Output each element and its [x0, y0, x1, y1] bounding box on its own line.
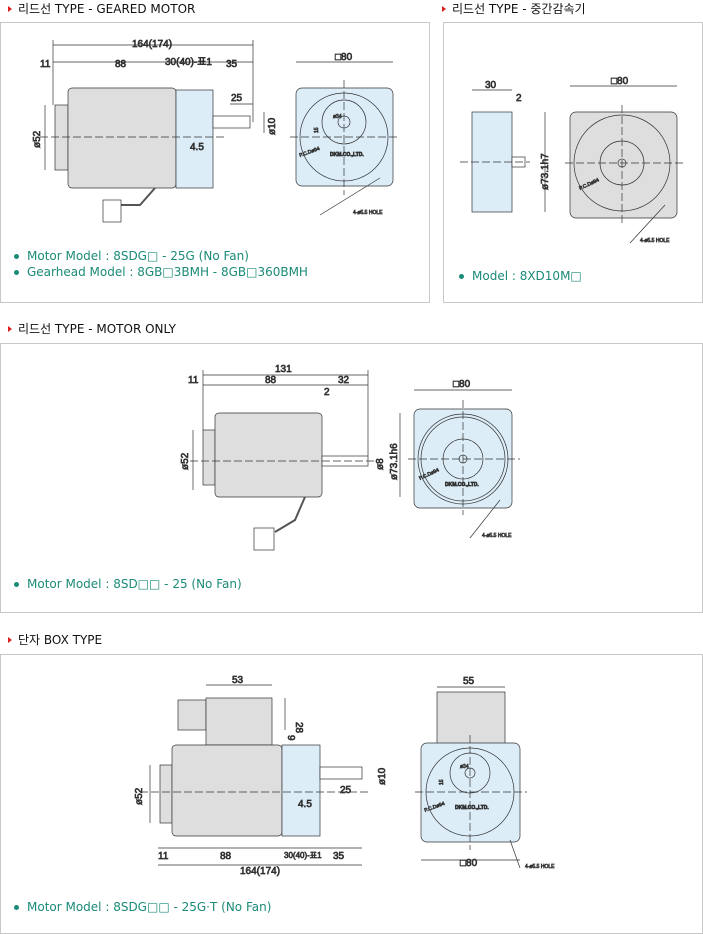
dim-label: □80: [460, 858, 478, 869]
maker-label: DKM.CO.,LTD.: [445, 482, 479, 488]
spec-item: Gearhead Model : 8GB□3BMH - 8GB□360BMH: [14, 265, 308, 279]
dim-label: 53: [232, 675, 244, 686]
dim-label: 15: [439, 779, 445, 785]
dim-label: 88: [115, 59, 127, 70]
dim-label: 28: [293, 722, 304, 734]
heading-text: 리드선 TYPE - GEARED MOTOR: [18, 2, 196, 16]
maker-label: DKM.CO.,LTD.: [455, 805, 489, 811]
dim-label: 30: [485, 80, 497, 91]
spec-item: Model : 8XD10M□: [459, 269, 582, 283]
dim-label: 35: [333, 851, 345, 862]
dim-label: 9: [285, 735, 296, 741]
spec-item: Motor Model : 8SDG□□ - 25G·T (No Fan): [14, 900, 271, 914]
terminal-box-front-view: 55 □80 ø34 15 P.C.Dø94 DKM.CO.,LTD. 4-ø5…: [415, 676, 555, 870]
spec-text: Gearhead Model : 8GB□3BMH - 8GB□360BMH: [27, 265, 308, 279]
dim-label: 88: [265, 375, 277, 386]
dim-label: 4.5: [298, 799, 312, 810]
terminal-box-side-view: 53 28 9 ø10 25 4.5 ø52 11 88 30(40)-표1 3…: [134, 675, 389, 878]
dim-label: ø52: [32, 130, 43, 148]
dim-label: ø34: [333, 114, 342, 120]
section-heading-intermediate-reducer: 리드선 TYPE - 중간감속기: [442, 0, 586, 17]
spec-text: Motor Model : 8SD□□ - 25 (No Fan): [27, 577, 242, 591]
dim-label: 4-ø5.5 HOLE: [525, 864, 555, 870]
heading-text: 리드선 TYPE - 중간감속기: [452, 2, 586, 16]
dim-label: ø34: [460, 764, 469, 770]
bullet-icon: [459, 273, 464, 279]
dim-label: ø52: [180, 452, 191, 470]
reducer-side-view: 30 2 ø73.1h7: [460, 80, 551, 213]
dim-label: 4-ø5.5 HOLE: [482, 533, 512, 539]
motor-only-front-view: □80 P.C.Dø94 DKM.CO.,LTD. 4-ø5.5 HOLE: [408, 379, 520, 539]
dim-label: ø10: [267, 117, 278, 135]
dim-label: ø8: [375, 458, 386, 470]
dim-label: ø73.1h7: [540, 153, 551, 190]
spec-text: Model : 8XD10M□: [472, 269, 582, 283]
dim-label: 11: [188, 375, 199, 386]
motor-only-panel: [0, 343, 703, 613]
dim-label: 4-ø5.5 HOLE: [353, 210, 383, 216]
geared-motor-front-view: □80 ø34 15 P.C.Dø94 DKM.CO.,LTD. 4-ø5.5 …: [290, 52, 400, 216]
dim-label: □80: [335, 52, 353, 63]
dim-label: 15: [314, 127, 320, 133]
dim-label: 2: [516, 93, 522, 104]
section-heading-motor-only: 리드선 TYPE - MOTOR ONLY: [8, 320, 176, 337]
dim-label: ø52: [134, 787, 145, 805]
dim-label: 11: [40, 59, 51, 70]
bullet-icon: [14, 253, 19, 259]
spec-text: Motor Model : 8SDG□□ - 25G·T (No Fan): [27, 900, 272, 914]
bullet-icon: [14, 904, 19, 910]
dim-label: 2: [324, 387, 330, 398]
spec-text: Motor Model : 8SDG□ - 25G (No Fan): [27, 249, 249, 263]
maker-label: DKM.CO.,LTD.: [330, 152, 364, 158]
spec-item: Motor Model : 8SD□□ - 25 (No Fan): [14, 577, 242, 591]
reducer-front-view: □80 P.C.Dø94 4-ø5.5 HOLE: [565, 76, 685, 244]
dim-label: 164(174): [240, 866, 280, 877]
dim-label: 25: [231, 93, 243, 104]
dim-label: 32: [338, 375, 350, 386]
dim-label: 30(40)-표1: [165, 57, 212, 68]
dim-label: 164(174): [132, 39, 172, 50]
dim-label: 55: [463, 676, 475, 687]
dim-label: 4-ø5.5 HOLE: [640, 238, 670, 244]
dim-label: 25: [340, 785, 352, 796]
bullet-icon: [14, 269, 19, 275]
heading-text: 단자 BOX TYPE: [18, 633, 103, 647]
bullet-arrow-icon: [8, 325, 12, 332]
dim-label: □80: [611, 76, 629, 87]
motor-only-side-view: 131 11 88 32 2 ø8 ø73.1h6 ø52: [180, 364, 401, 551]
dim-label: 88: [220, 851, 232, 862]
dim-label: 131: [275, 364, 292, 375]
spec-item: Motor Model : 8SDG□ - 25G (No Fan): [14, 249, 249, 263]
dim-label: 30(40)-표1: [284, 851, 322, 860]
bullet-arrow-icon: [8, 5, 12, 12]
dim-label: ø10: [377, 767, 388, 785]
section-heading-geared-motor: 리드선 TYPE - GEARED MOTOR: [8, 0, 195, 17]
dim-label: □80: [453, 379, 471, 390]
heading-text: 리드선 TYPE - MOTOR ONLY: [18, 322, 176, 336]
dim-label: ø73.1h6: [389, 443, 400, 480]
dim-label: 35: [226, 59, 238, 70]
dim-label: 4.5: [190, 142, 204, 153]
bullet-icon: [14, 581, 19, 587]
dim-label: 11: [158, 851, 169, 862]
bullet-arrow-icon: [8, 636, 12, 643]
geared-motor-side-view: 164(174) 11 88 30(40)-표1 35 25 4.5 ø10 ø…: [32, 39, 278, 223]
bullet-arrow-icon: [442, 5, 446, 12]
section-heading-terminal-box: 단자 BOX TYPE: [8, 631, 102, 648]
